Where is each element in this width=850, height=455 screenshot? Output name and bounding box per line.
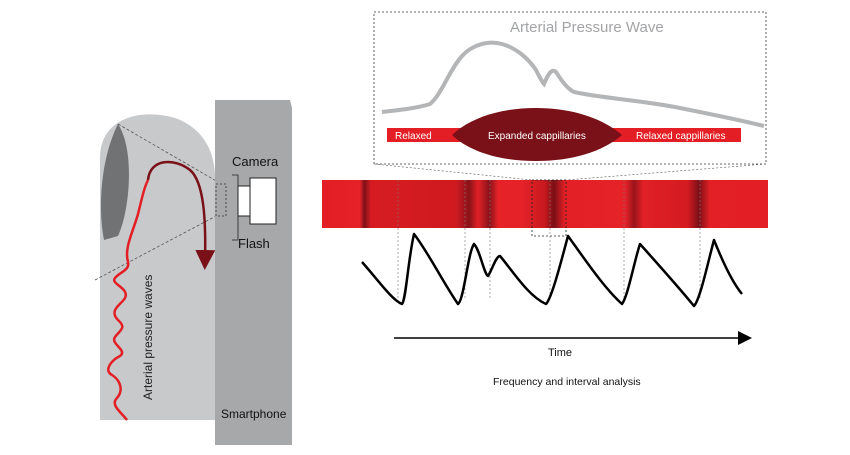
relaxed-capillaries-label: Relaxed cappillaries (636, 131, 726, 142)
zoom-line-top (117, 123, 219, 183)
smartphone-label: Smartphone (221, 407, 287, 421)
camera-zoom-box (215, 183, 227, 217)
camera-label: Camera (232, 154, 279, 169)
relaxed-label: Relaxed (395, 131, 432, 142)
finger-illustration: Arterial pressure waves (94, 114, 219, 421)
expanded-capillaries-label: Expanded cappillaries (488, 131, 586, 142)
flash-label: Flash (238, 236, 270, 251)
smartphone: Camera Flash Smartphone (215, 100, 292, 445)
finger (100, 114, 215, 421)
strip-zoom-box (531, 179, 567, 237)
pressure-wave-curve (381, 40, 765, 128)
pressure-wave-box (373, 11, 767, 165)
blood-flow-arrow (146, 160, 216, 270)
capillary-strip (322, 179, 768, 300)
arterial-pressure-waves-label: Arterial pressure waves (141, 275, 155, 400)
pressure-wave-panel: Arterial Pressure Wave Relaxed Expanded … (373, 11, 767, 181)
ppg-signal (361, 232, 743, 308)
smartphone-body (215, 100, 292, 445)
flash-box (237, 185, 251, 217)
peak-guides (397, 180, 701, 300)
time-arrow-head (738, 331, 752, 345)
capillary-strip-bar (322, 180, 768, 228)
fingernail (100, 124, 129, 240)
time-label: Time (548, 347, 572, 359)
camera-callout (232, 174, 239, 186)
time-axis: Time Frequency and interval analysis (394, 331, 752, 388)
frequency-analysis-label: Frequency and interval analysis (493, 376, 641, 388)
zoom-guide-right (565, 163, 767, 181)
flash-callout (232, 216, 239, 241)
artery-wave-line (107, 179, 150, 421)
zoom-guide-left (373, 163, 533, 181)
expanded-capillaries-shape (452, 108, 622, 161)
zoom-line-bottom (94, 214, 219, 281)
arterial-pressure-wave-title: Arterial Pressure Wave (510, 19, 664, 36)
camera-lens (249, 177, 277, 225)
